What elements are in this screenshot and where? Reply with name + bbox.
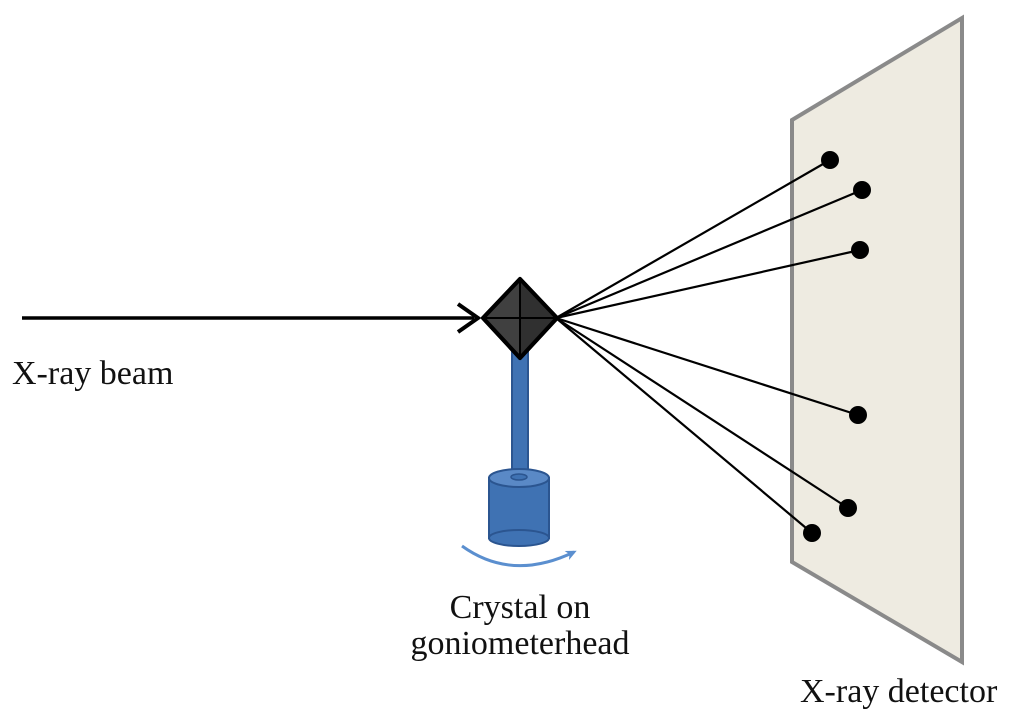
diffraction-spot (853, 181, 871, 199)
diffracted-rays (555, 159, 863, 534)
diffracted-ray (555, 317, 813, 534)
crystal-label-line1: Crystal on (449, 589, 591, 626)
diffraction-spot (849, 406, 867, 424)
detector-label: X-ray detector (800, 673, 998, 710)
diffraction-spot (803, 524, 821, 542)
crystal-icon (481, 277, 559, 360)
crystal-label-line2: goniometerhead (410, 624, 630, 662)
diffracted-ray (555, 317, 849, 509)
diffracted-ray (555, 248, 861, 320)
diffraction-spot (851, 241, 869, 259)
diffraction-spot (821, 151, 839, 169)
diffraction-spot (839, 499, 857, 517)
rotation-arrow-icon (461, 544, 577, 568)
crystal-label: Crystal on goniometerhead (400, 590, 640, 661)
diffracted-ray (555, 159, 831, 319)
goniometer-head-icon (488, 349, 550, 547)
diffracted-ray (555, 316, 859, 417)
diffraction-spots (803, 151, 871, 542)
diffracted-ray (555, 188, 863, 320)
beam-label: X-ray beam (12, 355, 174, 392)
detector-plate (790, 14, 964, 666)
beam-arrow-icon (22, 302, 482, 334)
